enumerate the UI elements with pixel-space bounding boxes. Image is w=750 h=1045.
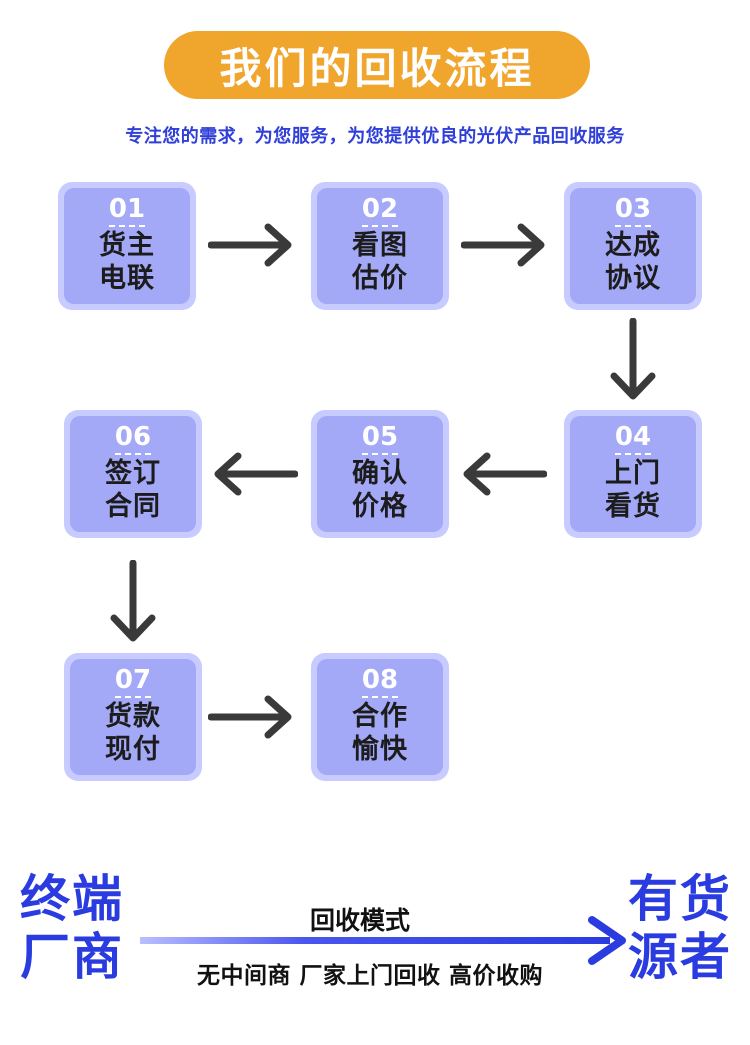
step-number: 05	[361, 422, 399, 452]
step-label-line2: 估价	[352, 263, 408, 294]
terminal-manufacturer-label: 终端 厂商	[20, 870, 124, 986]
page-title: 我们的回收流程	[164, 31, 590, 99]
arrow-down-icon	[110, 560, 156, 642]
step-number: 08	[361, 665, 399, 695]
step-number: 04	[614, 422, 652, 452]
step-divider	[615, 225, 651, 227]
step-label-line2: 电联	[99, 263, 155, 294]
subtitle: 专注您的需求，为您服务，为您提供优良的光伏产品回收服务	[125, 126, 625, 147]
step-label-line1: 签订	[105, 458, 161, 489]
recycle-mode-description: 无中间商 厂家上门回收 高价收购	[196, 963, 543, 989]
long-arrow-right-icon	[140, 916, 626, 965]
arrow-right-icon	[208, 223, 292, 267]
step-label-line2: 合同	[105, 491, 161, 522]
step-card-02: 02 看图 估价	[311, 182, 449, 310]
step-label-line1: 达成	[605, 230, 661, 261]
arrow-left-icon	[214, 452, 298, 496]
step-card-07: 07 货款 现付	[64, 653, 202, 781]
step-label-line1: 合作	[352, 701, 408, 732]
supplier-line2: 源者	[628, 928, 732, 986]
step-number: 06	[114, 422, 152, 452]
step-divider	[362, 696, 398, 698]
step-label-line1: 货款	[105, 701, 161, 732]
terminal-manufacturer-line1: 终端	[20, 870, 124, 928]
step-card-01: 01 货主 电联	[58, 182, 196, 310]
step-number: 01	[108, 194, 146, 224]
step-label-line1: 上门	[605, 458, 661, 489]
recycle-mode-label: 回收模式	[309, 906, 410, 935]
step-label-line2: 愉快	[352, 734, 408, 765]
arrow-down-icon	[610, 318, 656, 400]
arrow-left-icon	[463, 452, 547, 496]
step-card-06: 06 签订 合同	[64, 410, 202, 538]
supplier-line1: 有货	[628, 870, 732, 928]
step-divider	[362, 225, 398, 227]
step-number: 07	[114, 665, 152, 695]
step-label-line1: 看图	[352, 230, 408, 261]
step-divider	[109, 225, 145, 227]
step-label-line1: 确认	[352, 458, 408, 489]
step-label-line2: 现付	[105, 734, 161, 765]
step-divider	[615, 453, 651, 455]
arrow-right-icon	[208, 695, 292, 739]
step-card-05: 05 确认 价格	[311, 410, 449, 538]
step-label-line2: 协议	[605, 263, 661, 294]
step-card-08: 08 合作 愉快	[311, 653, 449, 781]
step-divider	[115, 696, 151, 698]
step-label-line1: 货主	[99, 230, 155, 261]
arrow-right-icon	[461, 223, 545, 267]
step-label-line2: 看货	[605, 491, 661, 522]
terminal-manufacturer-line2: 厂商	[20, 928, 124, 986]
supplier-label: 有货 源者	[628, 870, 732, 986]
step-divider	[115, 453, 151, 455]
step-divider	[362, 453, 398, 455]
step-card-03: 03 达成 协议	[564, 182, 702, 310]
step-card-04: 04 上门 看货	[564, 410, 702, 538]
step-number: 03	[614, 194, 652, 224]
step-number: 02	[361, 194, 399, 224]
step-label-line2: 价格	[352, 491, 408, 522]
